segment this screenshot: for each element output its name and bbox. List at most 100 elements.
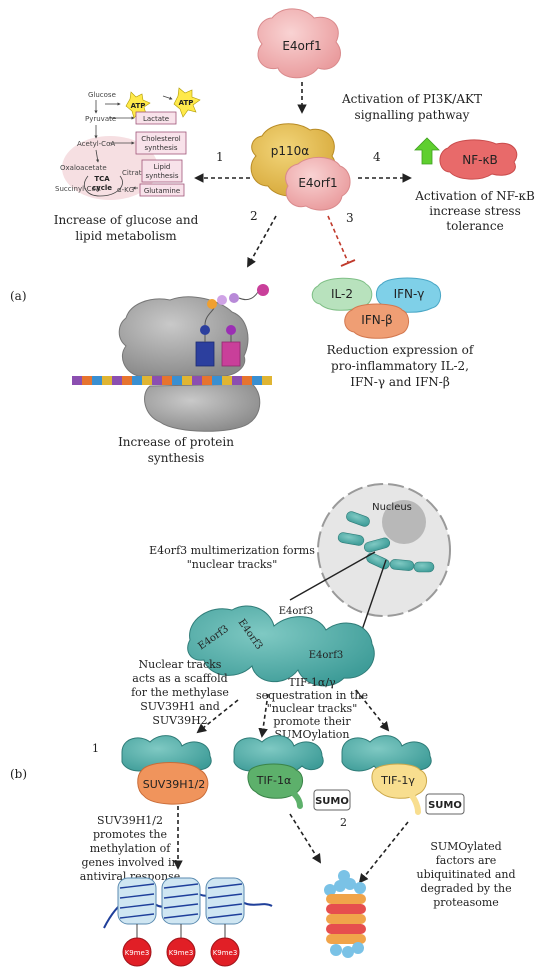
arrow-degradation-2 [358,821,409,884]
succinylcoa-label: Succinyl-CoA [55,185,101,193]
pyruvate-label: Pyruvate [85,115,116,123]
tif-text-1: TIF-1α/γ [288,676,336,689]
sumo-label-1: SUMO [315,796,349,807]
nfkb-text-1: Activation of NF-κB [414,189,535,203]
sumo-text-2: factors are [436,854,497,867]
ribosome [72,284,272,432]
nfkb-label: NF-κB [462,153,498,167]
chromatin: K9me3 K9me3 K9me3 [103,877,273,967]
tif1g-label: TIF-1γ [380,774,415,787]
ifng-cytokine: IFN-γ [376,277,441,313]
metabolism-text-2: lipid metabolism [75,229,177,243]
arrow-b2 [258,693,269,738]
tif1a-label: TIF-1α [256,774,292,787]
glutamine-box [139,183,185,197]
protein-text-1: Increase of protein [118,435,234,449]
nfkb-text-3: tolerance [446,219,503,233]
arrow-2 [247,215,277,268]
ifng-label: IFN-γ [394,287,425,301]
arrow-1-number: 1 [216,150,224,164]
peptide-bead [257,284,269,296]
sumo-tag-2 [425,793,465,815]
panel-b-label: (b) [10,767,27,781]
suv-text-2: promotes the [93,828,167,841]
atp-burst-1: ATP [125,91,151,119]
k9me3-label-2: K9me3 [169,949,194,957]
e4orf3-label-3: E4orf3 [279,606,314,617]
sumo-text-5: proteasome [433,896,499,909]
sumo-text-4: degraded by the [420,882,511,895]
metabolism-text-1: Increase of glucose and [54,213,199,227]
glucose-label: Glucose [88,91,116,99]
suv39h-complex: SUV39H1/2 [121,735,212,805]
e4orf3-multimer: E4orf3 E4orf3 E4orf3 E4orf3 [187,605,375,687]
scaffold-text-5: SUV39H2 [152,714,207,727]
ifnb-cytokine: IFN-β [344,303,409,339]
lactate-label: Lactate [143,115,169,123]
k9me3-label-3: K9me3 [213,949,238,957]
arrow-4-number: 4 [373,150,381,164]
arrow-b3 [355,689,390,732]
ifnb-label: IFN-β [361,313,392,327]
suv-text-3: methylation of [90,842,172,855]
tif1a-complex: TIF-1α SUMO [233,735,351,811]
nfkb-activation: NF-κB [414,137,518,180]
tif1g-complex: TIF-1γ SUMO [341,735,465,815]
pi3k-text-2: signalling pathway [355,108,470,122]
citrate-label: Citrate [122,169,146,177]
e4orf1-bound-label: E4orf1 [298,176,337,190]
tif-text-4: promote their [273,715,351,728]
sumo-label-2: SUMO [428,800,462,811]
k9me3-mark: K9me3 [122,937,152,967]
metabolism-diagram: Glucose Pyruvate Acetyl-CoA Oxaloacetate… [55,87,201,200]
k9me3-label-1: K9me3 [125,949,150,957]
oxaloacetate-label: Oxaloacetate [60,164,107,172]
tca-cycle-bg [62,136,158,200]
tif-text-2: sequestration in the [256,689,368,702]
akg-label: α-KG [117,186,134,194]
proteasome [324,870,366,958]
arrow-3-inhibition [327,215,349,263]
cytokine-text-2: pro-inflammatory IL-2, [331,359,469,373]
p110a-label: p110α [271,144,310,158]
suv-text-5: antiviral response [80,870,180,883]
scaffold-text-2: acts as a scaffold [132,672,227,685]
suv-text-4: genes involved in [81,856,178,869]
lactate-box [135,111,177,125]
peptide-bead [229,293,239,303]
lipid-label-2: synthesis [146,172,179,180]
lipid-box [141,159,183,183]
cytokine-text-3: IFN-γ and IFN-β [350,375,450,389]
arrow-2-number: 2 [250,209,258,223]
cholesterol-label-2: synthesis [145,144,178,152]
pi3k-text-1: Activation of PI3K/AKT [341,92,482,106]
nucleolus [382,500,426,544]
il2-label: IL-2 [331,287,353,301]
nucleosome [161,877,201,925]
atp-burst-2: ATP [173,87,201,118]
lipid-label-1: Lipid [154,163,171,171]
acetylcoa-label: Acetyl-CoA [77,140,115,148]
scaffold-text-3: for the methylase [131,686,229,699]
nucleus: Nucleus [317,483,451,617]
tca-label-1: TCA [94,175,110,183]
glutamine-label: Glutamine [144,187,180,195]
panel-b-number-2: 2 [340,816,347,829]
multimer-text-1: E4orf3 multimerization forms [149,544,315,557]
tca-label-2: cycle [92,184,112,192]
sumo-text-1: SUMOylated [430,840,501,853]
protein-text-2: synthesis [148,451,204,465]
nucleosome [205,877,245,925]
nfkb-text-2: increase stress [429,204,521,218]
tif-text-5: SUMOylation [274,728,349,741]
mrna-strand [72,376,272,385]
cholesterol-box [135,131,187,155]
scaffold-text-4: SUV39H1 and [140,700,220,713]
nucleus-label: Nucleus [372,502,412,513]
suv-label: SUV39H1/2 [143,778,206,791]
sumo-text-3: ubiquitinated and [416,868,515,881]
nuclear-tracks [337,511,435,573]
tif-text-3: "nuclear tracks" [267,702,358,715]
multimer-text-2: "nuclear tracks" [187,558,278,571]
